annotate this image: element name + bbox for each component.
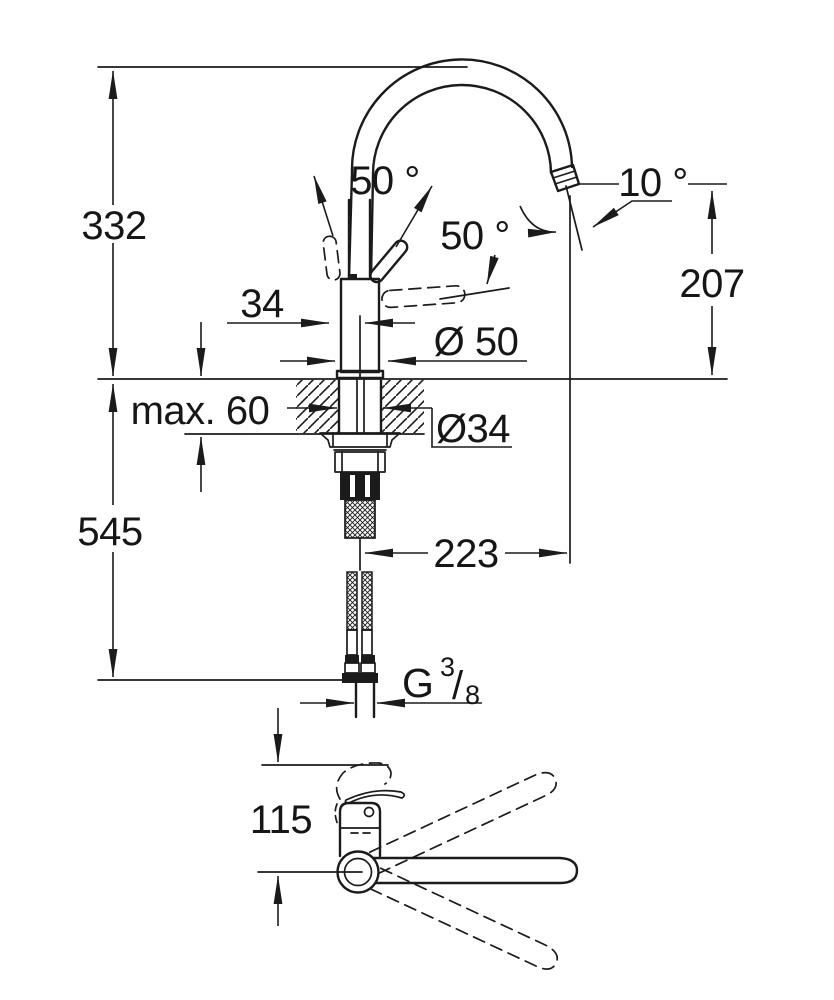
- base-flange: [335, 369, 385, 380]
- threaded-shank: [344, 499, 376, 539]
- angle-10-bent-leader: [592, 200, 672, 228]
- reference-lines: [97, 66, 728, 681]
- thread-denominator: 8: [465, 680, 480, 710]
- handle-blade: [344, 789, 406, 804]
- label-angle-10: 10 °: [618, 161, 688, 205]
- hose-nut-right: [358, 673, 378, 683]
- label-angle-50-front: 50 °: [440, 214, 510, 258]
- angle-50-front-leader: [486, 254, 499, 285]
- faucet-top-view: [257, 762, 579, 970]
- label-diameter-34: Ø34: [436, 407, 510, 451]
- label-height-207: 207: [679, 262, 744, 306]
- thread-prefix: G: [402, 660, 433, 706]
- label-height-332: 332: [81, 204, 146, 248]
- label-width-34: 34: [240, 282, 284, 326]
- lever-dashed-down-position: [381, 284, 466, 309]
- lever-tilted-position: [369, 239, 409, 284]
- label-max-60: max. 60: [131, 389, 270, 433]
- thread-slash: /: [452, 664, 464, 708]
- stream-angle-line: [565, 185, 583, 251]
- dimension-lines: [108, 70, 727, 926]
- spout-top-view: [372, 856, 579, 885]
- spout-inner-curve: [369, 83, 553, 280]
- thread-numerator: 3: [440, 652, 455, 682]
- supply-hose-left: [346, 571, 358, 631]
- dimension-labels: 332 545 max. 60 34 Ø 50 Ø34 207 223 115 …: [77, 159, 745, 842]
- handle-dashed-outline: [335, 762, 392, 800]
- fixing-block: [340, 472, 380, 500]
- body-top-tab: [349, 274, 357, 279]
- label-angle-50-left: 50 °: [350, 159, 420, 203]
- spout-outer-curve: [347, 58, 574, 280]
- body-screw-hole: [363, 806, 375, 818]
- lever-dashed-left-position: [322, 235, 341, 281]
- mounting-washer: [319, 432, 401, 448]
- hatch-left: [296, 380, 339, 433]
- label-diameter-50: Ø 50: [434, 320, 519, 364]
- spout-swivel-down-position: [370, 867, 559, 970]
- countertop-section: [296, 380, 424, 433]
- spout-swivel-up-position: [368, 771, 558, 874]
- angle-50-left-leader: [313, 175, 334, 237]
- label-thread-g38: G 3 / 8: [402, 652, 480, 710]
- hatch-right: [381, 380, 424, 433]
- dim-d34-leader: [431, 408, 512, 448]
- angle-10-arc-arrow: [519, 205, 557, 238]
- label-height-545: 545: [77, 510, 142, 554]
- label-offset-115: 115: [250, 798, 312, 842]
- hose-nut-left: [342, 673, 362, 683]
- angle-50-right-leader: [395, 185, 433, 248]
- lever-axis-extension: [439, 287, 510, 300]
- supply-hose-right: [361, 571, 373, 631]
- faucet-front-view: [319, 58, 581, 719]
- label-reach-223: 223: [433, 532, 498, 576]
